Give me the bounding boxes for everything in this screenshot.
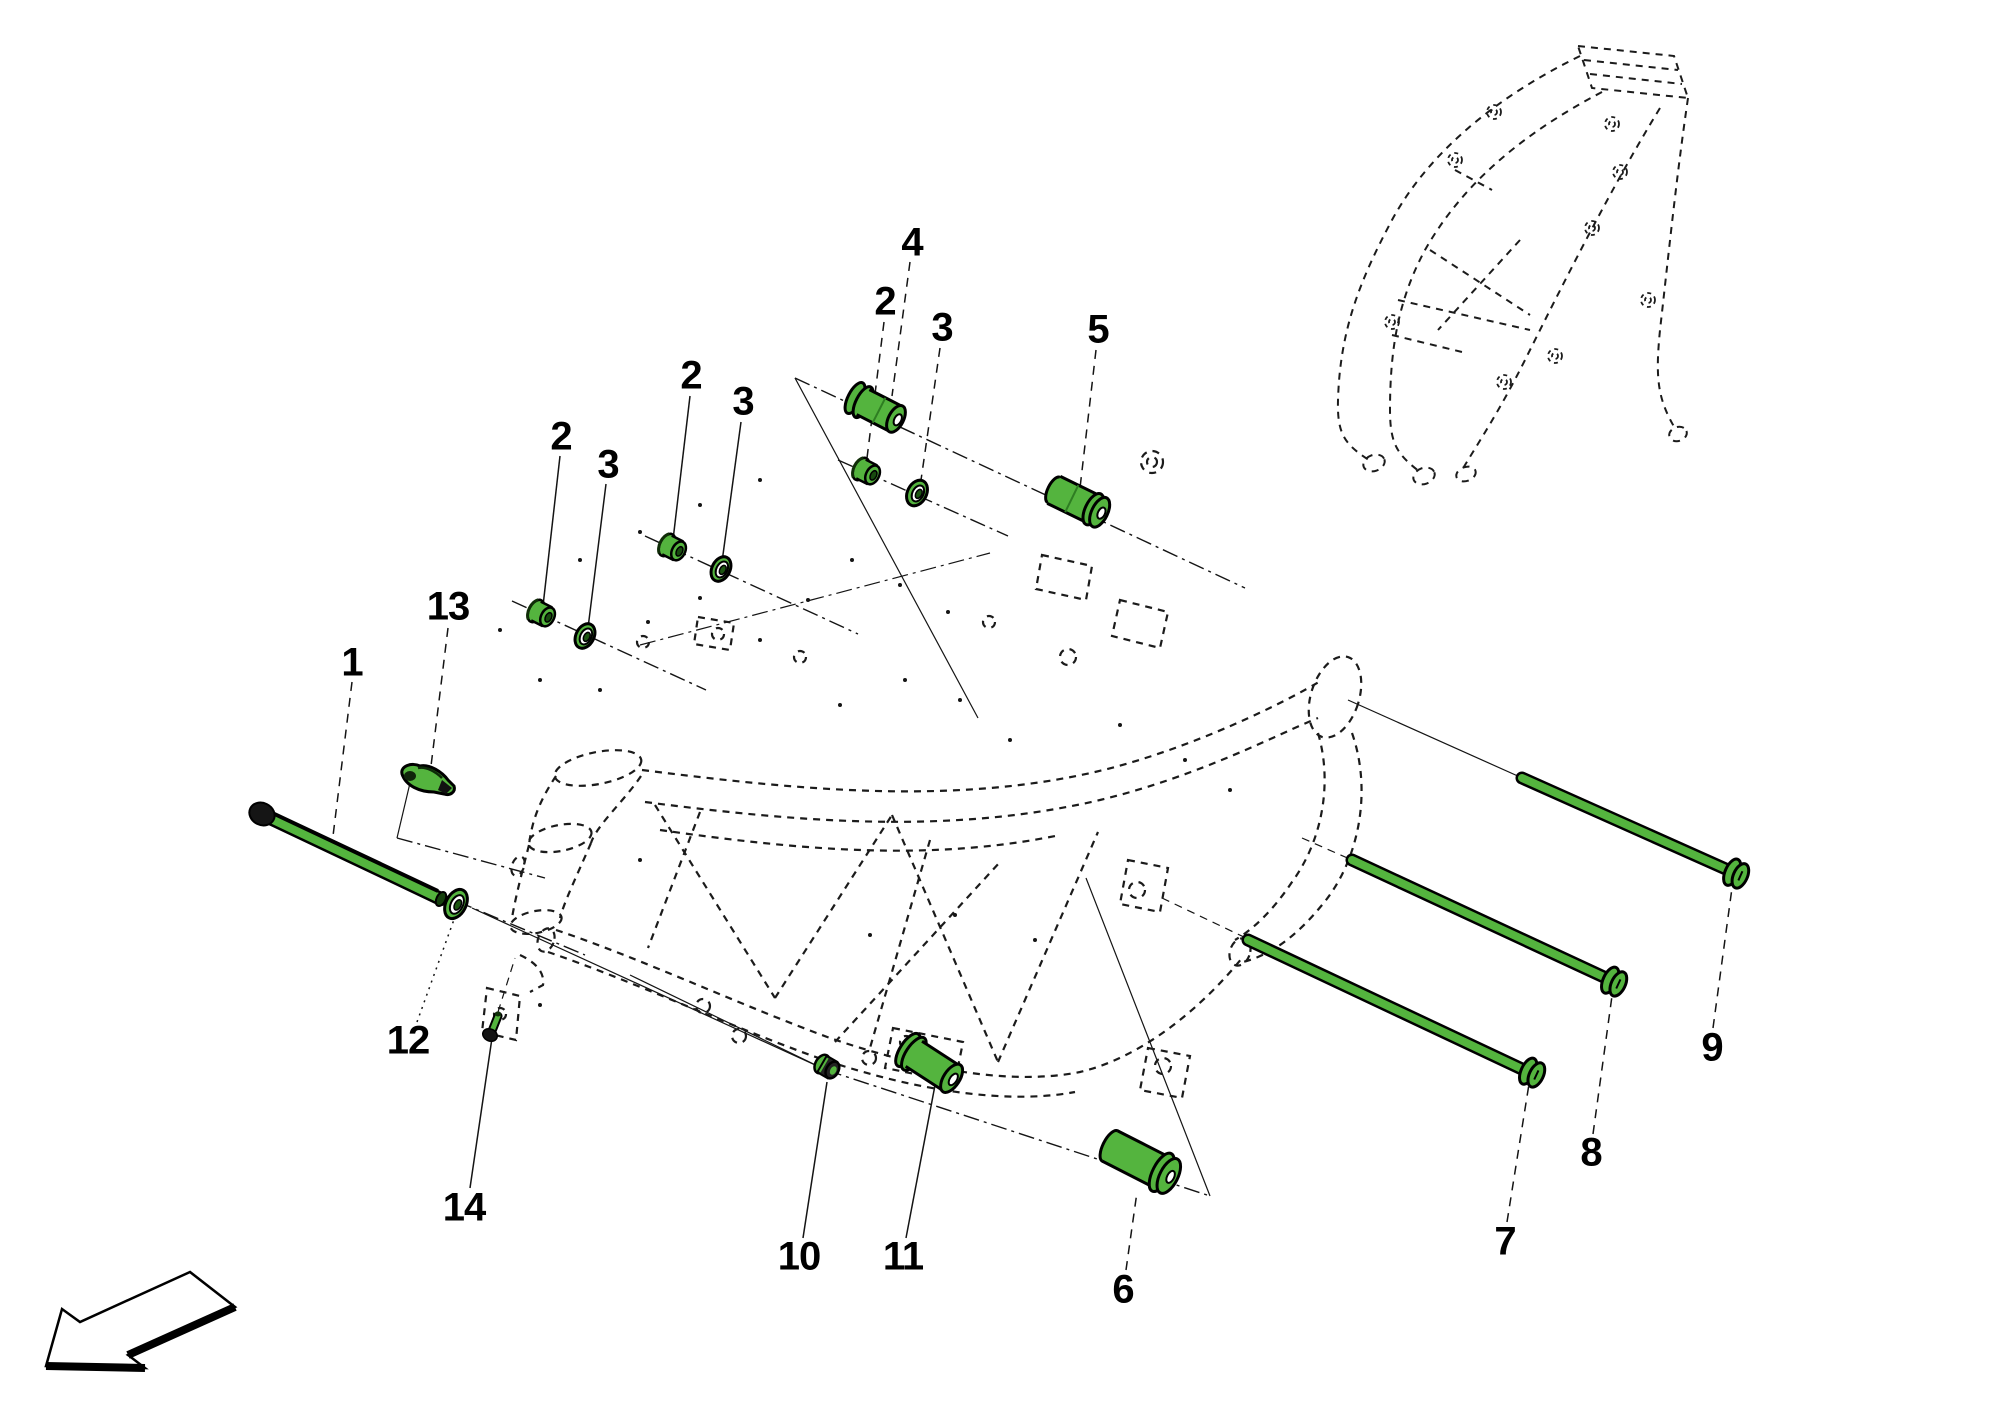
part-2-flanged-nut-a[interactable] [524,597,559,631]
part-9-screw[interactable] [1515,771,1752,891]
callout-14[interactable]: 14 [442,1185,486,1230]
callout-4[interactable]: 4 [901,220,923,265]
part-2-flanged-nut-c[interactable] [849,455,884,489]
callout-10[interactable]: 10 [777,1234,821,1279]
part-3-washer-a[interactable] [571,620,599,651]
callout-11[interactable]: 11 [882,1234,924,1279]
callout-9[interactable]: 9 [1701,1025,1723,1070]
callout-6[interactable]: 6 [1112,1267,1134,1312]
highlighted-parts [245,380,1752,1199]
part-3-washer-c[interactable] [902,477,931,510]
callout-5[interactable]: 5 [1087,307,1109,352]
callout-2a[interactable]: 2 [550,414,572,459]
part-6-bushing[interactable] [1094,1124,1186,1199]
callout-1[interactable]: 1 [341,640,363,685]
main-frame-outline [480,449,1363,1100]
callout-3c[interactable]: 3 [931,305,953,350]
callout-2b[interactable]: 2 [680,353,702,398]
part-11-bushing[interactable] [891,1030,969,1099]
callout-3b[interactable]: 3 [732,379,754,424]
part-4-bushing[interactable] [841,380,910,438]
part-14-screw[interactable] [481,1011,503,1044]
part-12-washer[interactable] [440,886,472,923]
speckle-dots [498,478,1232,1007]
direction-arrow-icon [44,1270,238,1372]
rear-subframe-outline [1336,44,1690,486]
part-13-bracket[interactable] [400,762,456,796]
part-7-screw[interactable] [1241,933,1549,1091]
part-10-nut[interactable] [811,1052,842,1082]
callout-2c[interactable]: 2 [874,279,896,324]
callout-3a[interactable]: 3 [597,442,619,487]
callout-7[interactable]: 7 [1494,1219,1516,1264]
part-2-flanged-nut-b[interactable] [655,531,690,565]
part-1-pivot-bolt[interactable] [245,798,448,908]
callout-8[interactable]: 8 [1580,1130,1602,1175]
callout-13[interactable]: 13 [426,584,470,629]
callout-12[interactable]: 12 [386,1018,430,1063]
part-3-washer-b[interactable] [707,553,735,584]
part-8-screw[interactable] [1345,853,1631,1000]
callout-leader-lines [332,261,1733,1271]
part-5-bushing[interactable] [1041,472,1114,531]
